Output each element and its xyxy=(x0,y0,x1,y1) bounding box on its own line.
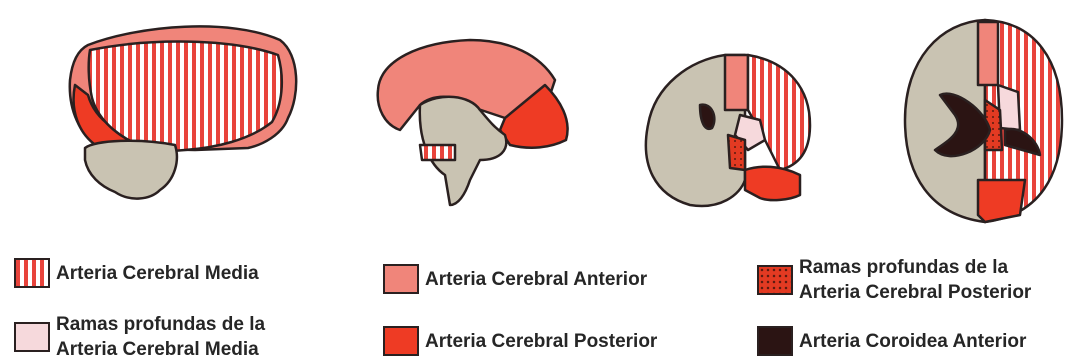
legend-label-line2: Arteria Cerebral Posterior xyxy=(799,280,1031,305)
swatch-arteria-coroidea-anterior xyxy=(757,326,793,356)
axial-anterior-strip xyxy=(978,22,998,85)
legend-label-line1: Ramas profundas de la xyxy=(56,312,265,337)
legend-label: Arteria Cerebral Posterior xyxy=(425,329,657,354)
legend-item-ramas-profundas-media: Ramas profundas de la Arteria Cerebral M… xyxy=(14,312,265,362)
axial-posterior-territory xyxy=(978,180,1025,222)
swatch-ramas-profundas-posterior xyxy=(757,265,793,295)
legend-label: Arteria Cerebral Media xyxy=(56,261,259,286)
legend-label: Arteria Cerebral Anterior xyxy=(425,267,647,292)
legend-label-line1: Ramas profundas de la xyxy=(799,255,1031,280)
legend-item-ramas-profundas-posterior: Ramas profundas de la Arteria Cerebral P… xyxy=(757,255,1031,305)
legend-label: Arteria Coroidea Anterior xyxy=(799,329,1026,354)
medial-view-brain xyxy=(378,40,568,205)
lateral-temporal-cerebellum xyxy=(85,141,177,199)
legend-item-arteria-cerebral-anterior: Arteria Cerebral Anterior xyxy=(383,264,647,294)
swatch-arteria-cerebral-posterior xyxy=(383,326,419,356)
axial-view-brain xyxy=(905,20,1062,222)
coronal-middle-cerebral-territory xyxy=(748,55,810,170)
legend-label-line2: Arteria Cerebral Media xyxy=(56,337,265,362)
legend-item-arteria-cerebral-media: Arteria Cerebral Media xyxy=(14,258,259,288)
legend-item-arteria-coroidea-anterior: Arteria Coroidea Anterior xyxy=(757,326,1026,356)
legend-item-arteria-cerebral-posterior: Arteria Cerebral Posterior xyxy=(383,326,657,356)
swatch-ramas-profundas-media xyxy=(14,322,50,352)
swatch-arteria-cerebral-anterior xyxy=(383,264,419,294)
legend-label: Ramas profundas de la Arteria Cerebral M… xyxy=(56,312,265,362)
coronal-anterior-strip xyxy=(725,55,748,110)
coronal-posterior-territory xyxy=(745,167,800,200)
coronal-view-brain xyxy=(646,55,810,206)
medial-temporal-stripes xyxy=(420,145,455,160)
swatch-arteria-cerebral-media xyxy=(14,258,50,288)
brain-vascular-territories-figure xyxy=(0,0,1069,240)
coronal-deep-posterior-branches xyxy=(728,135,745,170)
lateral-view-brain xyxy=(70,26,296,198)
legend-label: Ramas profundas de la Arteria Cerebral P… xyxy=(799,255,1031,305)
